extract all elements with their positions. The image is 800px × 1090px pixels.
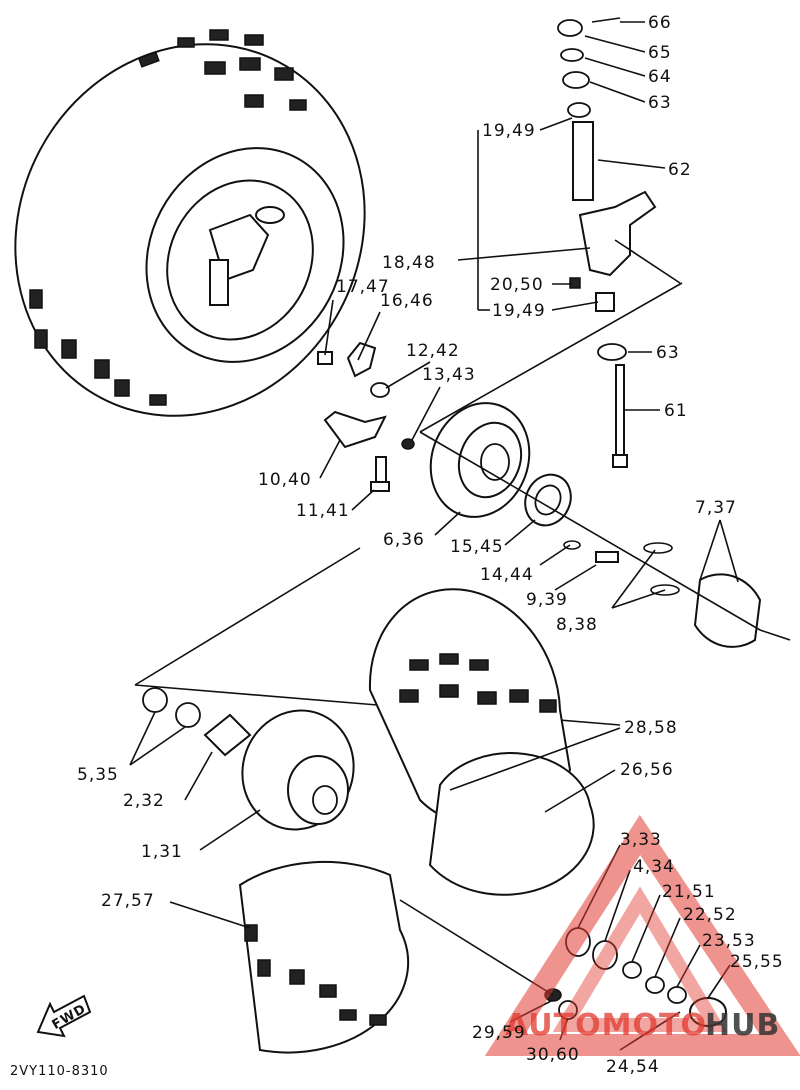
callout-63-mid: 63 — [656, 343, 680, 363]
callout-24-54: 24,54 — [606, 1057, 660, 1077]
callout-66: 66 — [648, 13, 672, 33]
callout-18-48: 18,48 — [382, 253, 436, 273]
callout-22-52: 22,52 — [683, 905, 737, 925]
callout-11-41: 11,41 — [296, 501, 350, 521]
fwd-arrow-icon: FWD — [36, 994, 92, 1038]
callout-30-60: 30,60 — [526, 1045, 580, 1065]
watermark-end-text: HUB — [705, 1008, 780, 1043]
callout-13-43: 13,43 — [422, 365, 476, 385]
assembled-wheel-illustration — [14, 29, 366, 417]
callout-62: 62 — [668, 160, 692, 180]
callout-3-33: 3,33 — [620, 830, 662, 850]
callout-14-44: 14,44 — [480, 565, 534, 585]
drawing-code: 2VY110-8310 — [10, 1064, 109, 1079]
callout-21-51: 21,51 — [662, 882, 716, 902]
callout-2-32: 2,32 — [123, 791, 165, 811]
callout-63-top: 63 — [648, 93, 672, 113]
callout-lines-top — [419, 21, 683, 433]
callout-10-40: 10,40 — [258, 470, 312, 490]
callout-labels: 66 65 64 63 62 19,49 18,48 20,50 19,49 6… — [77, 13, 784, 1077]
callout-61: 61 — [664, 401, 688, 421]
steering-knuckle-group — [557, 17, 681, 468]
callout-26-56: 26,56 — [620, 760, 674, 780]
callout-16-46: 16,46 — [380, 291, 434, 311]
callout-28-58: 28,58 — [624, 718, 678, 738]
callout-19-49-top: 19,49 — [482, 121, 536, 141]
callout-15-45: 15,45 — [450, 537, 504, 557]
watermark-main-text: AUTOMOTO — [505, 1008, 707, 1043]
callout-27-57: 27,57 — [101, 891, 155, 911]
callout-6-36: 6,36 — [383, 530, 425, 550]
callout-1-31: 1,31 — [141, 842, 183, 862]
callout-4-34: 4,34 — [633, 857, 675, 877]
callout-19-49-bottom: 19,49 — [492, 301, 546, 321]
callout-8-38: 8,38 — [556, 615, 598, 635]
callout-29-59: 29,59 — [472, 1023, 526, 1043]
callout-5-35: 5,35 — [77, 765, 119, 785]
callout-65: 65 — [648, 43, 672, 63]
callout-7-37: 7,37 — [695, 498, 737, 518]
callout-12-42: 12,42 — [406, 341, 460, 361]
callout-20-50: 20,50 — [490, 275, 544, 295]
watermark-logo: AUTOMOTO HUB — [484, 814, 800, 1056]
callout-17-47: 17,47 — [336, 277, 390, 297]
callout-9-39: 9,39 — [526, 590, 568, 610]
callout-25-55: 25,55 — [730, 952, 784, 972]
exploded-wheel-group — [142, 588, 595, 1054]
callout-23-53: 23,53 — [702, 931, 756, 951]
callout-64: 64 — [648, 67, 672, 87]
